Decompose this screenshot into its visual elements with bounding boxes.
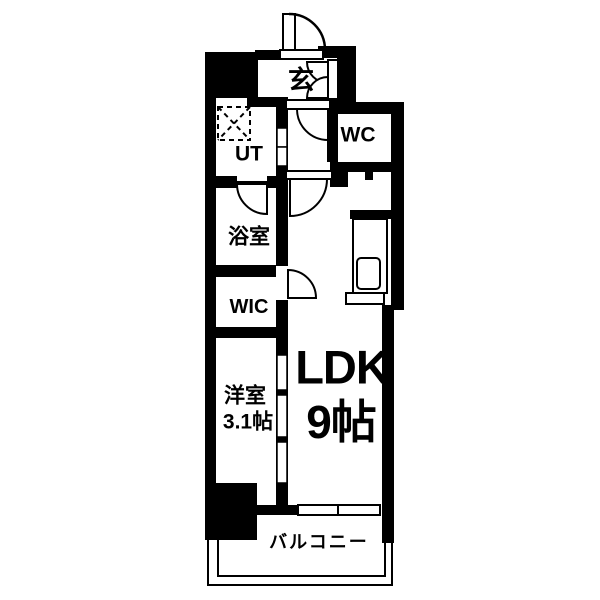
bedroom-label: 洋室 (224, 384, 266, 408)
wic-doorway-gap (276, 266, 288, 300)
wall-stub (330, 172, 348, 187)
hall-door-arc (295, 108, 329, 142)
wall-wc-top (337, 102, 404, 114)
ldk-label: LDK (295, 341, 390, 394)
washing-machine-box (217, 106, 251, 141)
ldk-size-label: 9帖 (306, 396, 376, 448)
wall-stub-small (365, 172, 373, 180)
sliding-door-ut-panel-1 (276, 127, 288, 148)
sliding-door-bedroom-panel-2 (276, 394, 288, 438)
wall-corner-right (337, 46, 356, 102)
balcony-window-pane-2 (337, 504, 381, 516)
kitchen-sink (356, 257, 381, 290)
wall-kitchen-stub (350, 210, 391, 219)
wall-left (205, 52, 216, 483)
wall-wc-bottom (330, 162, 392, 172)
ldk-door-track (285, 170, 333, 180)
hall-door-track (285, 99, 331, 110)
wall-wic-bottom (216, 327, 288, 338)
washing-machine-cross-2 (217, 106, 251, 141)
entrance-label: 玄 (288, 65, 314, 95)
balcony-window-pane-1 (297, 504, 339, 516)
bathroom-label: 浴室 (228, 225, 270, 249)
bathroom-door-arc (235, 183, 268, 216)
wall-hall-utility (247, 97, 288, 107)
shoe-cabinet-door-bottom (305, 75, 329, 99)
sliding-door-ut-panel-2 (276, 146, 288, 167)
wall-right-lower (382, 305, 394, 543)
kitchen-counter-end (345, 292, 385, 305)
entrance-door-arc (288, 12, 327, 51)
balcony-label: バルコニー (269, 532, 369, 552)
balcony-rail-inner (217, 540, 386, 577)
fixtures (217, 106, 388, 305)
ldk-door-arc (289, 178, 329, 218)
washing-machine-area (217, 106, 251, 141)
shoe-cabinet (327, 59, 339, 100)
wall-right-upper (391, 102, 404, 310)
wall-bedroom-bottom (257, 505, 298, 515)
sliding-door-bedroom-panel-3 (276, 441, 288, 484)
wall-block-bottom-left (205, 483, 257, 540)
doors (235, 12, 381, 516)
balcony-rail-outer (207, 540, 393, 586)
utility-label: UT (235, 143, 263, 166)
bedroom-size-label: 3.1帖 (223, 411, 273, 434)
sliding-door-bedroom-panel-1 (276, 354, 288, 391)
wic-door-arc (287, 268, 318, 299)
entrance-step (279, 49, 324, 60)
wall-top-left (255, 50, 283, 60)
balcony-rail (207, 540, 393, 586)
room-labels: 玄 UT WC 浴室 WIC 洋室 3.1帖 LDK 9帖 バルコニー (223, 65, 391, 552)
wall-bathroom-bottom (216, 265, 288, 277)
toilet-label: WC (341, 124, 376, 147)
bathroom-door-leaf (237, 181, 267, 184)
wall-corridor-wc (327, 99, 338, 162)
entrance-door-leaf (282, 13, 296, 51)
wic-label: WIC (230, 296, 269, 318)
